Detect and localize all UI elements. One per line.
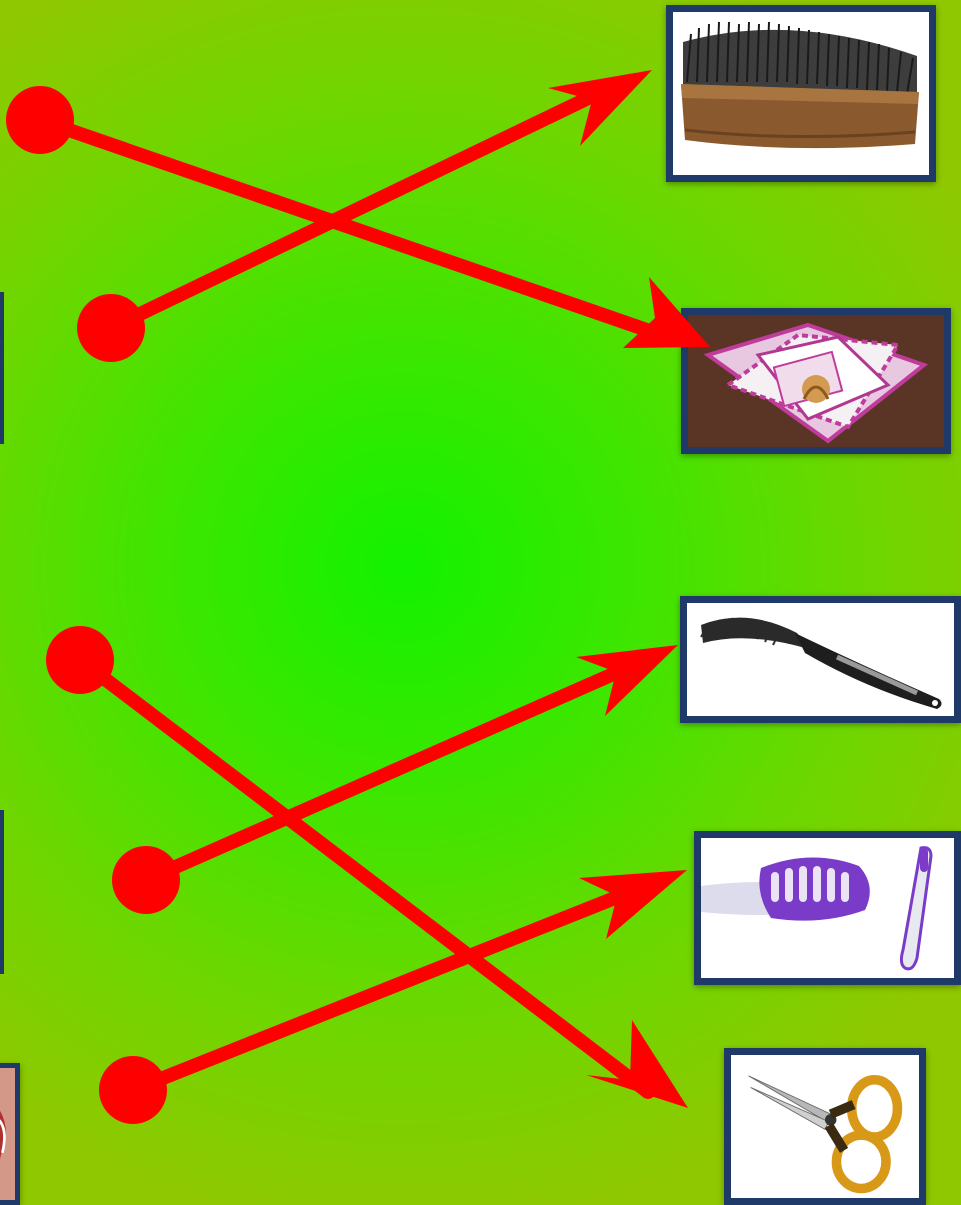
shoe-brush-icon — [673, 12, 929, 175]
shoe-brush-frame[interactable] — [666, 5, 936, 182]
mouth-icon — [0, 1068, 15, 1200]
arrow-left-4-to-comb[interactable] — [112, 645, 678, 914]
arrow-left-5-to-toothbrush[interactable] — [99, 870, 687, 1124]
toothbrush-frame[interactable] — [694, 831, 961, 985]
start-dot-3[interactable] — [46, 626, 114, 694]
comb-icon — [687, 603, 954, 716]
toothbrush-icon — [701, 838, 954, 978]
start-dot-4[interactable] — [112, 846, 180, 914]
left-item-frame-2[interactable] — [0, 810, 4, 974]
arrow-left-3-to-scissors[interactable] — [46, 626, 688, 1108]
scissors-frame[interactable] — [724, 1048, 926, 1205]
left-item-frame-3[interactable] — [0, 1063, 20, 1205]
scissors-icon — [731, 1055, 919, 1198]
start-dot-1[interactable] — [6, 86, 74, 154]
arrow-left-2-to-shoe-brush[interactable] — [77, 70, 652, 362]
arrow-left-1-to-handkerchiefs[interactable] — [6, 86, 710, 348]
left-item-frame-1[interactable] — [0, 292, 4, 444]
start-dot-5[interactable] — [99, 1056, 167, 1124]
handkerchiefs-icon — [688, 315, 944, 447]
start-dot-2[interactable] — [77, 294, 145, 362]
handkerchiefs-frame[interactable] — [681, 308, 951, 454]
comb-frame[interactable] — [680, 596, 961, 723]
